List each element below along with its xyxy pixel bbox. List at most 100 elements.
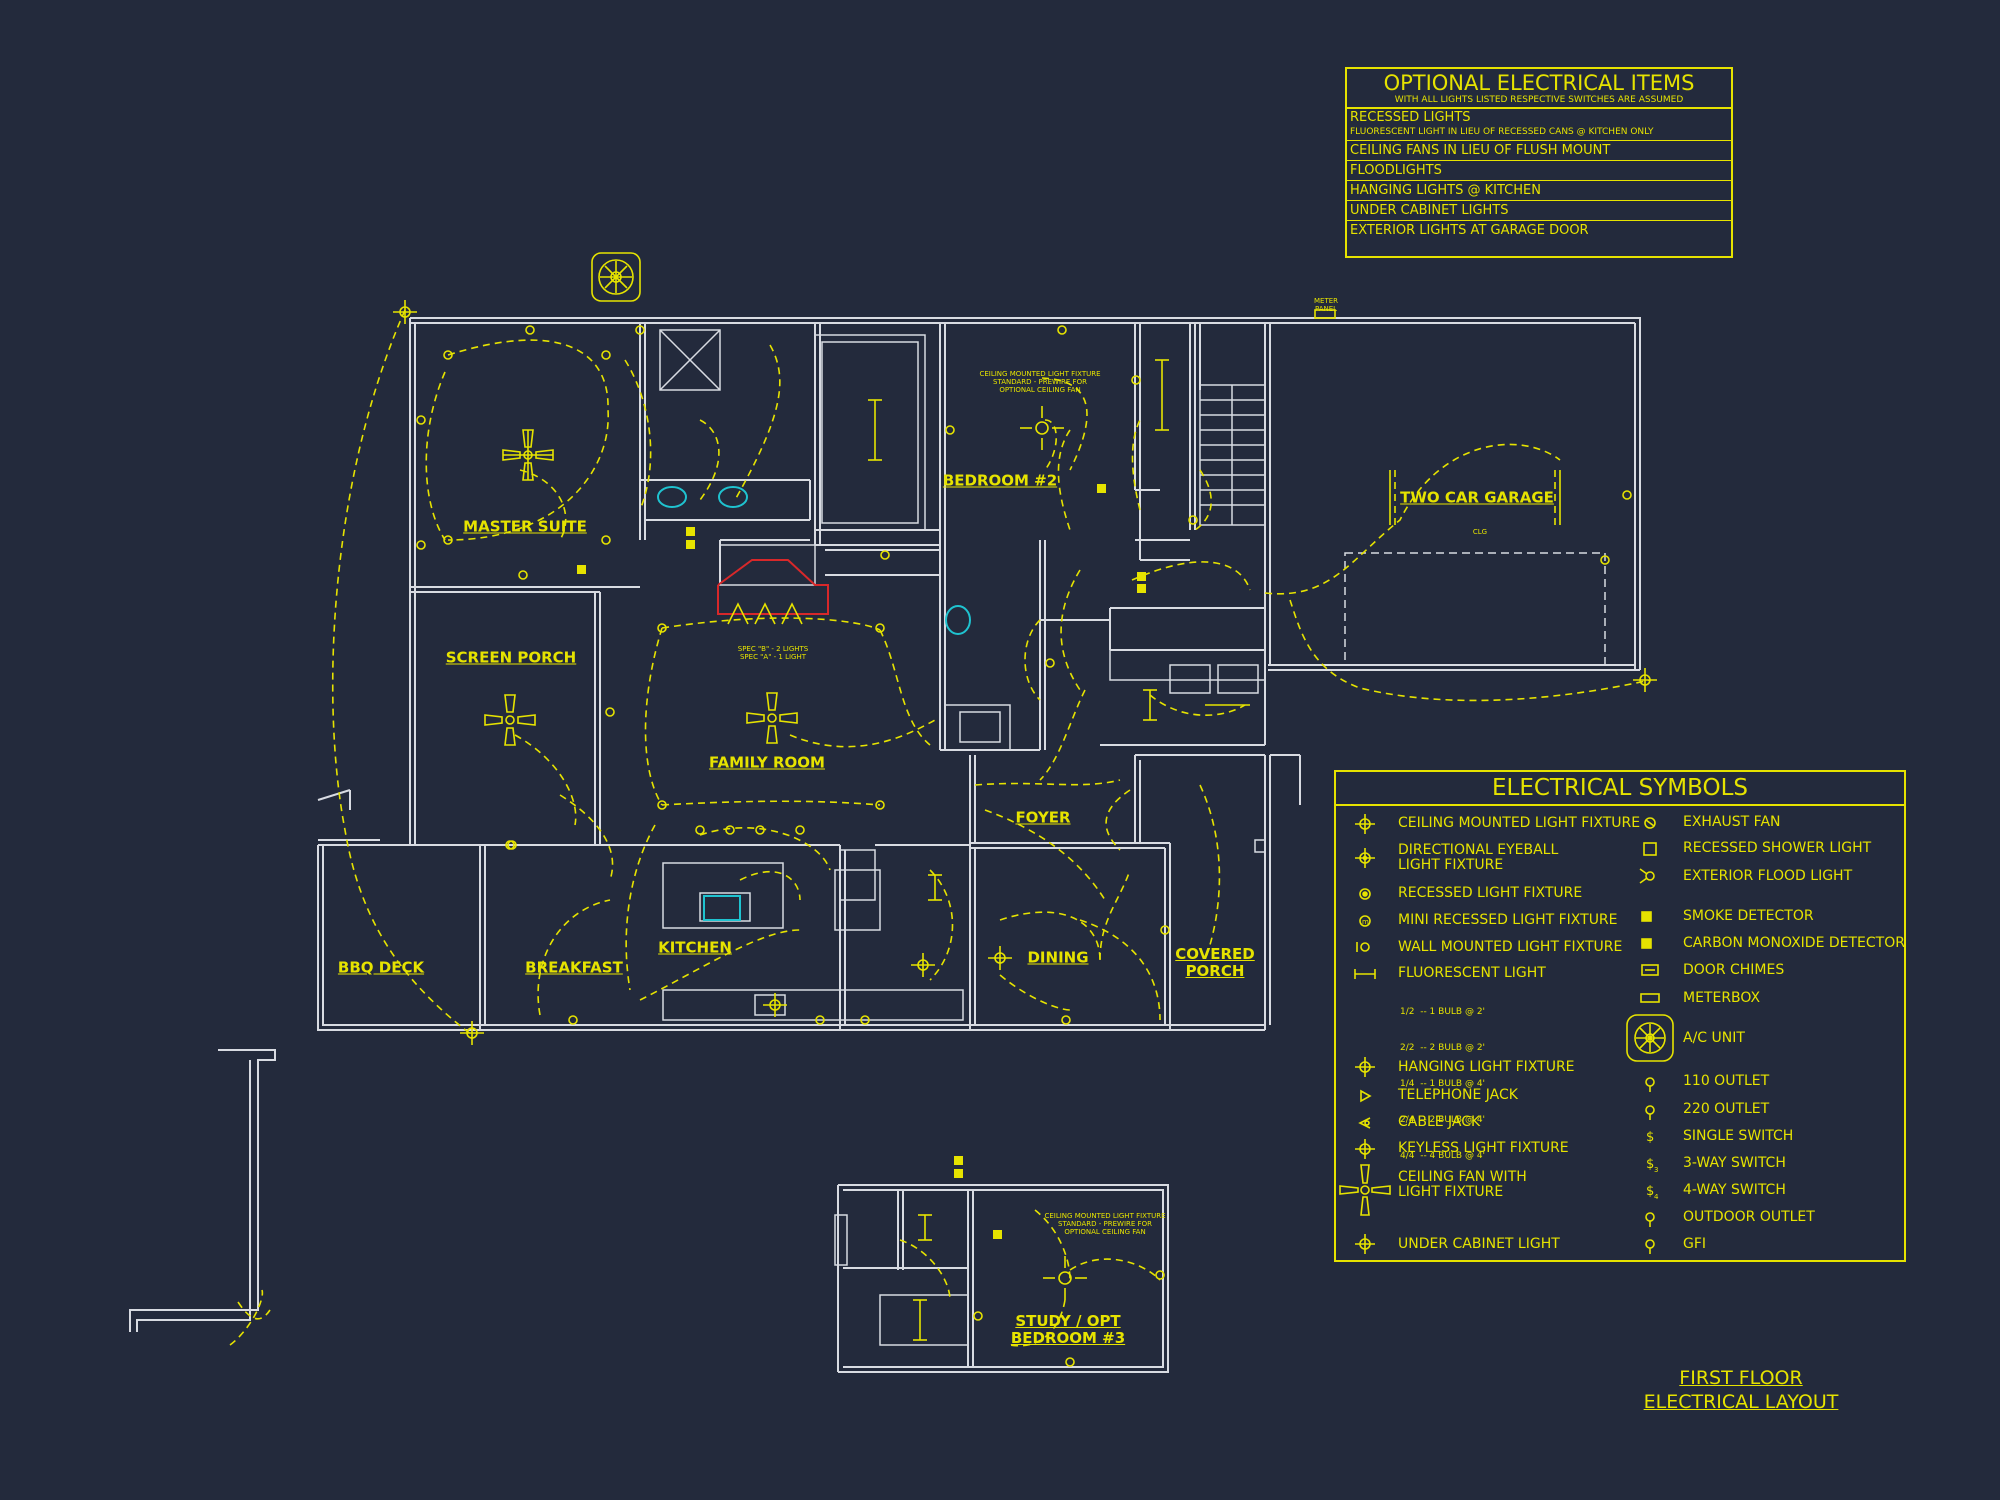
room-label-bbq-deck: BBQ DECK	[337, 958, 425, 977]
optional-item-row: HANGING LIGHTS @ KITCHEN	[1347, 181, 1731, 201]
legend-item-label: METERBOX	[1683, 990, 1761, 1006]
legend-item-label: WALL MOUNTED LIGHT FIXTURE	[1398, 939, 1623, 955]
room-label-dining: DINING	[1027, 948, 1089, 967]
sheet-title-line1: FIRST FLOOR	[1679, 1367, 1803, 1389]
optional-items-header: OPTIONAL ELECTRICAL ITEMS WITH ALL LIGHT…	[1347, 69, 1731, 109]
note-clg: CLG	[1472, 528, 1488, 536]
note-study-fixture: CEILING MOUNTED LIGHT FIXTURE STANDARD -…	[1044, 1212, 1166, 1236]
ceiling-fan-icon	[1339, 1164, 1391, 1216]
legend-item-label: EXHAUST FAN	[1683, 814, 1781, 830]
optional-items-subtitle: WITH ALL LIGHTS LISTED RESPECTIVE SWITCH…	[1394, 95, 1684, 105]
legend-item-label: 4-WAY SWITCH	[1683, 1182, 1786, 1198]
legend-item-label: CEILING FAN WITH LIGHT FIXTURE	[1398, 1169, 1527, 1200]
legend-item-label: TELEPHONE JACK	[1398, 1087, 1518, 1103]
room-label-master-suite: MASTER SUITE	[463, 517, 587, 536]
legend-item-label: MINI RECESSED LIGHT FIXTURE	[1398, 912, 1618, 928]
legend-title: ELECTRICAL SYMBOLS	[1336, 772, 1904, 806]
legend-item-label: CARBON MONOXIDE DETECTOR	[1683, 935, 1905, 951]
recessed-light-icon	[1359, 888, 1371, 900]
fluorescent-notes: 1/2 -- 1 BULB @ 2' 2/2 -- 2 BULB @ 2' 1/…	[1400, 982, 1485, 1174]
ac-unit-icon	[1626, 1014, 1674, 1062]
legend-item-label: CABLE JACK	[1398, 1114, 1481, 1130]
optional-item-row: FLOODLIGHTS	[1347, 161, 1731, 181]
optional-items-title: OPTIONAL ELECTRICAL ITEMS	[1383, 71, 1695, 95]
four-way-switch-icon: $4	[1646, 1184, 1659, 1201]
sheet-title: FIRST FLOOR ELECTRICAL LAYOUT	[1636, 1366, 1846, 1414]
fluorescent-light-icon	[1354, 969, 1376, 979]
recessed-light-icon	[443, 350, 885, 835]
legend-item-label: SINGLE SWITCH	[1683, 1128, 1794, 1144]
legend-item-label: A/C UNIT	[1683, 1030, 1745, 1046]
sheet-title-line2: ELECTRICAL LAYOUT	[1643, 1391, 1839, 1413]
room-label-bedroom-2: BEDROOM #2	[942, 471, 1058, 490]
legend-item-label: RECESSED SHOWER LIGHT	[1683, 840, 1872, 856]
legend-item-label: KEYLESS LIGHT FIXTURE	[1398, 1140, 1569, 1156]
room-label-covered-porch: COVERED PORCH	[1175, 945, 1255, 980]
optional-item-row: RECESSED LIGHTS FLUORESCENT LIGHT IN LIE…	[1347, 109, 1731, 141]
legend-item-label: GFI	[1683, 1236, 1707, 1252]
room-label-breakfast: BREAKFAST	[525, 958, 623, 977]
fluorescent-light-icon	[868, 359, 1561, 1341]
ceiling-fan-icon	[484, 429, 798, 746]
optional-item-row: EXTERIOR LIGHTS AT GARAGE DOOR	[1350, 223, 1589, 238]
keyless-light-icon	[1355, 1139, 1375, 1159]
svg-text:$: $	[1646, 1130, 1654, 1145]
room-label-family-room: FAMILY ROOM	[709, 753, 825, 772]
optional-item-row: UNDER CABINET LIGHTS	[1347, 201, 1731, 221]
note-meter-panel: METER PANEL	[1313, 297, 1339, 313]
fluorescent-note: 2/2 -- 2 BULB @ 2'	[1400, 1043, 1486, 1053]
fireplace	[717, 559, 829, 625]
room-label-screen-porch: SCREEN PORCH	[445, 648, 577, 667]
under-cabinet-light-icon	[1355, 1234, 1375, 1254]
exhaust-fan-icon	[1644, 817, 1656, 829]
ceiling-light-icon	[1355, 814, 1375, 834]
room-label-kitchen: KITCHEN	[658, 938, 732, 957]
gfi-icon	[1645, 1239, 1655, 1254]
hanging-light-icon	[1355, 1057, 1375, 1077]
svg-text:m: m	[1362, 918, 1369, 926]
room-label-foyer: FOYER	[1015, 808, 1071, 827]
exterior-walls	[317, 317, 1641, 1031]
optional-item-sub: FLUORESCENT LIGHT IN LIEU OF RECESSED CA…	[1350, 127, 1654, 137]
telephone-jack-icon	[1360, 1089, 1372, 1103]
legend-item-label: FLUORESCENT LIGHT	[1398, 965, 1546, 981]
legend-item-label: HANGING LIGHT FIXTURE	[1398, 1059, 1575, 1075]
ac-unit-icon	[591, 252, 641, 302]
wiring-paths	[229, 309, 1651, 1347]
electrical-symbols-legend: ELECTRICAL SYMBOLS	[1334, 770, 1906, 1262]
fluorescent-note: 1/4 -- 1 BULB @ 4'	[1400, 1079, 1486, 1089]
meterbox-icon	[1640, 993, 1660, 1003]
fluorescent-note: 4/4 -- 4 BULB @ 4'	[1400, 1151, 1486, 1161]
wall-light-icon	[1356, 942, 1370, 952]
mini-recessed-light-icon: m	[1359, 915, 1371, 927]
ceiling-light-icon	[393, 300, 1657, 1300]
legend-item-label: OUTDOOR OUTLET	[1683, 1209, 1815, 1225]
sink-fixtures	[657, 486, 971, 921]
legend-item-label: 3-WAY SWITCH	[1683, 1155, 1786, 1171]
legend-icons: m $ $3 $4	[1339, 814, 1674, 1254]
single-switch-icon: $	[1646, 1130, 1654, 1145]
legend-item-label: DIRECTIONAL EYEBALL LIGHT FIXTURE	[1398, 842, 1559, 873]
eyeball-light-icon	[1355, 848, 1375, 868]
svg-text:$: $	[1646, 1184, 1654, 1199]
legend-item-label: 220 OUTLET	[1683, 1101, 1770, 1117]
legend-item-label: SMOKE DETECTOR	[1683, 908, 1814, 924]
svg-text:$: $	[1646, 1157, 1654, 1172]
optional-item-row: CEILING FANS IN LIEU OF FLUSH MOUNT	[1347, 141, 1731, 161]
legend-item-label: DOOR CHIMES	[1683, 962, 1785, 978]
legend-item-label: 110 OUTLET	[1683, 1073, 1770, 1089]
legend-item-label: UNDER CABINET LIGHT	[1398, 1236, 1560, 1252]
svg-text:4: 4	[1654, 1193, 1659, 1201]
meterbox-icon	[1314, 309, 1336, 319]
optional-item-label: RECESSED LIGHTS	[1350, 110, 1471, 125]
legend-item-label: EXTERIOR FLOOD LIGHT	[1683, 868, 1853, 884]
room-label-two-car-garage: TWO CAR GARAGE	[1400, 488, 1554, 507]
outlet-110-icon	[416, 325, 1632, 1367]
room-label-study: STUDY / OPT BEDROOM #3	[1010, 1312, 1126, 1347]
recessed-shower-light-icon	[1643, 842, 1657, 856]
smoke-detector-icon	[1641, 911, 1652, 922]
outlet-220-icon	[1645, 1105, 1655, 1120]
fluorescent-note: 2/4 -- 2 BULB @ 4'	[1400, 1115, 1486, 1125]
wall-detail-left	[129, 1049, 276, 1332]
note-fireplace-spec: SPEC "B" - 2 LIGHTS SPEC "A" - 1 LIGHT	[737, 645, 809, 661]
